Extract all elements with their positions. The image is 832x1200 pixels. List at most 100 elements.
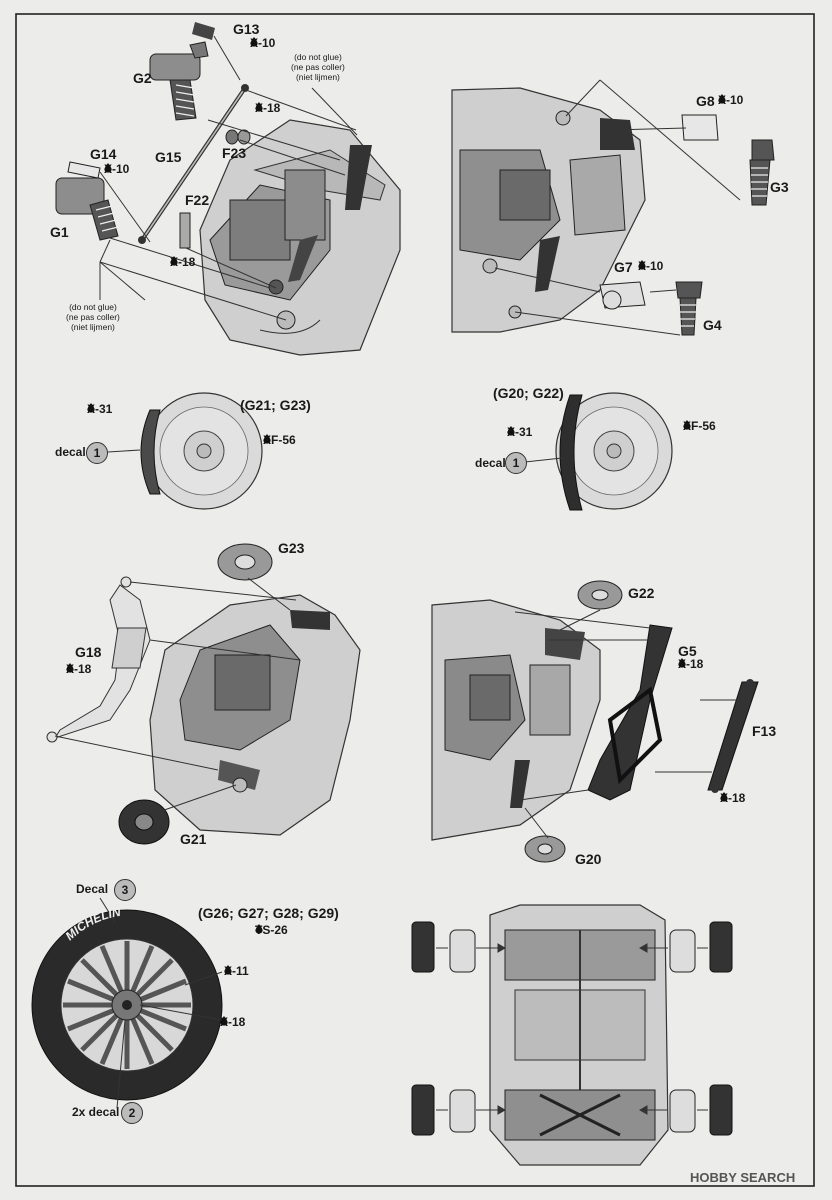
- paint-xf56-right: XF-56: [683, 419, 716, 433]
- part-g23-disc: [217, 543, 273, 581]
- paint-x11: X-11: [224, 964, 249, 978]
- paint-x18-hub: X-18: [220, 1015, 246, 1029]
- paint-x10-g8: X-10: [718, 93, 744, 107]
- decal-label-wheel-bottom: 2x decal: [72, 1105, 120, 1119]
- brace-g18: [46, 576, 151, 743]
- paint-drop-icon: [104, 163, 112, 173]
- leader-lines-wheel: [99, 897, 223, 1109]
- paint-drop-icon: [220, 1016, 228, 1026]
- paint-drop-icon: [66, 663, 74, 673]
- watermark: HOBBY SEARCH: [690, 1170, 796, 1185]
- shock-g3: [749, 139, 775, 206]
- brace-f13: [707, 679, 759, 793]
- label-g20: G20: [575, 851, 602, 867]
- decal-label-wheel-top: Decal: [76, 882, 109, 896]
- rear-body-left-illustration: [199, 119, 401, 356]
- paint-drop-icon: [255, 102, 263, 112]
- label-g7: G7: [614, 259, 633, 275]
- part-g21-disc: [118, 799, 170, 845]
- paint-drop-icon: [224, 965, 232, 975]
- paint-drop-icon: [678, 658, 686, 668]
- paint-x10-g7: X-10: [638, 259, 664, 273]
- paint-drop-icon: [87, 403, 95, 413]
- paint-x18-f13: X-18: [720, 791, 746, 805]
- label-g4: G4: [703, 317, 722, 333]
- part-g22-disc: [577, 580, 623, 610]
- paint-drop-icon: [263, 434, 271, 444]
- shock-g4: [675, 281, 703, 336]
- label-g5: G5: [678, 643, 697, 659]
- note-do-not-glue-bottom: (do not glue)(ne pas coller)(niet lijmen…: [66, 302, 120, 332]
- wheel-parts-title: (G26; G27; G28; G29): [198, 905, 339, 921]
- paint-drop-icon: [638, 260, 646, 270]
- label-g21: G21: [180, 831, 207, 847]
- leader-lines-top-right: [494, 79, 741, 336]
- paint-drop-icon: [720, 792, 728, 802]
- paint-x10-g13: X-10: [250, 36, 276, 50]
- part-f23: [225, 129, 251, 145]
- chassis-top-view: [489, 904, 669, 1166]
- part-g13: [189, 22, 215, 59]
- paint-x18-mid: X-18: [255, 101, 281, 115]
- paint-x31-right: X-31: [507, 425, 533, 439]
- part-g14: [67, 161, 101, 179]
- label-g14: G14: [90, 146, 117, 162]
- paint-x18-g18: X-18: [66, 662, 92, 676]
- front-body-mid-illustration: [431, 599, 601, 841]
- label-g15: G15: [155, 149, 182, 165]
- label-g22: G22: [628, 585, 655, 601]
- label-f22: F22: [185, 192, 210, 208]
- label-g3: G3: [770, 179, 789, 195]
- part-g20-disc: [524, 835, 566, 863]
- label-g1: G1: [50, 224, 69, 240]
- front-body-right-illustration: [451, 87, 646, 333]
- label-g13: G13: [233, 21, 260, 37]
- decal-number-wheel-top: 3: [114, 879, 136, 901]
- page-border: [15, 13, 815, 1187]
- leader-lines-mid-left: [54, 577, 301, 816]
- paint-x31-left: X-31: [87, 402, 113, 416]
- leader-lines-mid-right: [514, 609, 748, 839]
- decal-number-wheel-bottom: 2: [121, 1102, 143, 1124]
- label-g2: G2: [133, 70, 152, 86]
- shock-g2: [149, 53, 201, 121]
- paint-x18-g5: X-18: [678, 657, 704, 671]
- brake-disc-left: [140, 392, 263, 510]
- rear-body-mid-illustration: [149, 594, 361, 836]
- paint-drop-icon: [255, 924, 263, 934]
- part-g8: [681, 114, 719, 141]
- chassis-wheels: [411, 921, 733, 1136]
- paint-x10-g14: X-10: [104, 162, 130, 176]
- brake-disc-right: [555, 392, 673, 511]
- paint-drop-icon: [507, 426, 515, 436]
- leader-lines-top-left: [99, 35, 358, 321]
- paint-drop-icon: [683, 420, 691, 430]
- brake-right-title: (G20; G22): [493, 385, 564, 401]
- note-do-not-glue-top: (do not glue)(ne pas coller)(niet lijmen…: [291, 52, 345, 82]
- part-f22: [179, 212, 191, 249]
- paint-xf56-left: XF-56: [263, 433, 296, 447]
- decal-label-left: decal: [55, 445, 86, 459]
- brace-g5: [587, 624, 673, 801]
- shock-g1: [55, 177, 119, 241]
- label-g8: G8: [696, 93, 715, 109]
- brake-left-title: (G21; G23): [240, 397, 311, 413]
- decal-number-left: 1: [86, 442, 108, 464]
- label-g18: G18: [75, 644, 102, 660]
- leader-lines-brakes: [107, 449, 563, 463]
- label-g23: G23: [278, 540, 305, 556]
- part-g7: [599, 281, 646, 310]
- decal-number-right: 1: [505, 452, 527, 474]
- paint-drop-icon: [170, 256, 178, 266]
- label-f13: F13: [752, 723, 777, 739]
- paint-drop-icon: [718, 94, 726, 104]
- label-f23: F23: [222, 145, 247, 161]
- paint-ts26: TS-26: [255, 923, 288, 937]
- decal-label-right: decal: [475, 456, 506, 470]
- paint-drop-icon: [250, 37, 258, 47]
- chassis-arrows: [436, 943, 708, 1115]
- wheel-with-tire: [31, 909, 223, 1101]
- paint-x18-f22: X-18: [170, 255, 196, 269]
